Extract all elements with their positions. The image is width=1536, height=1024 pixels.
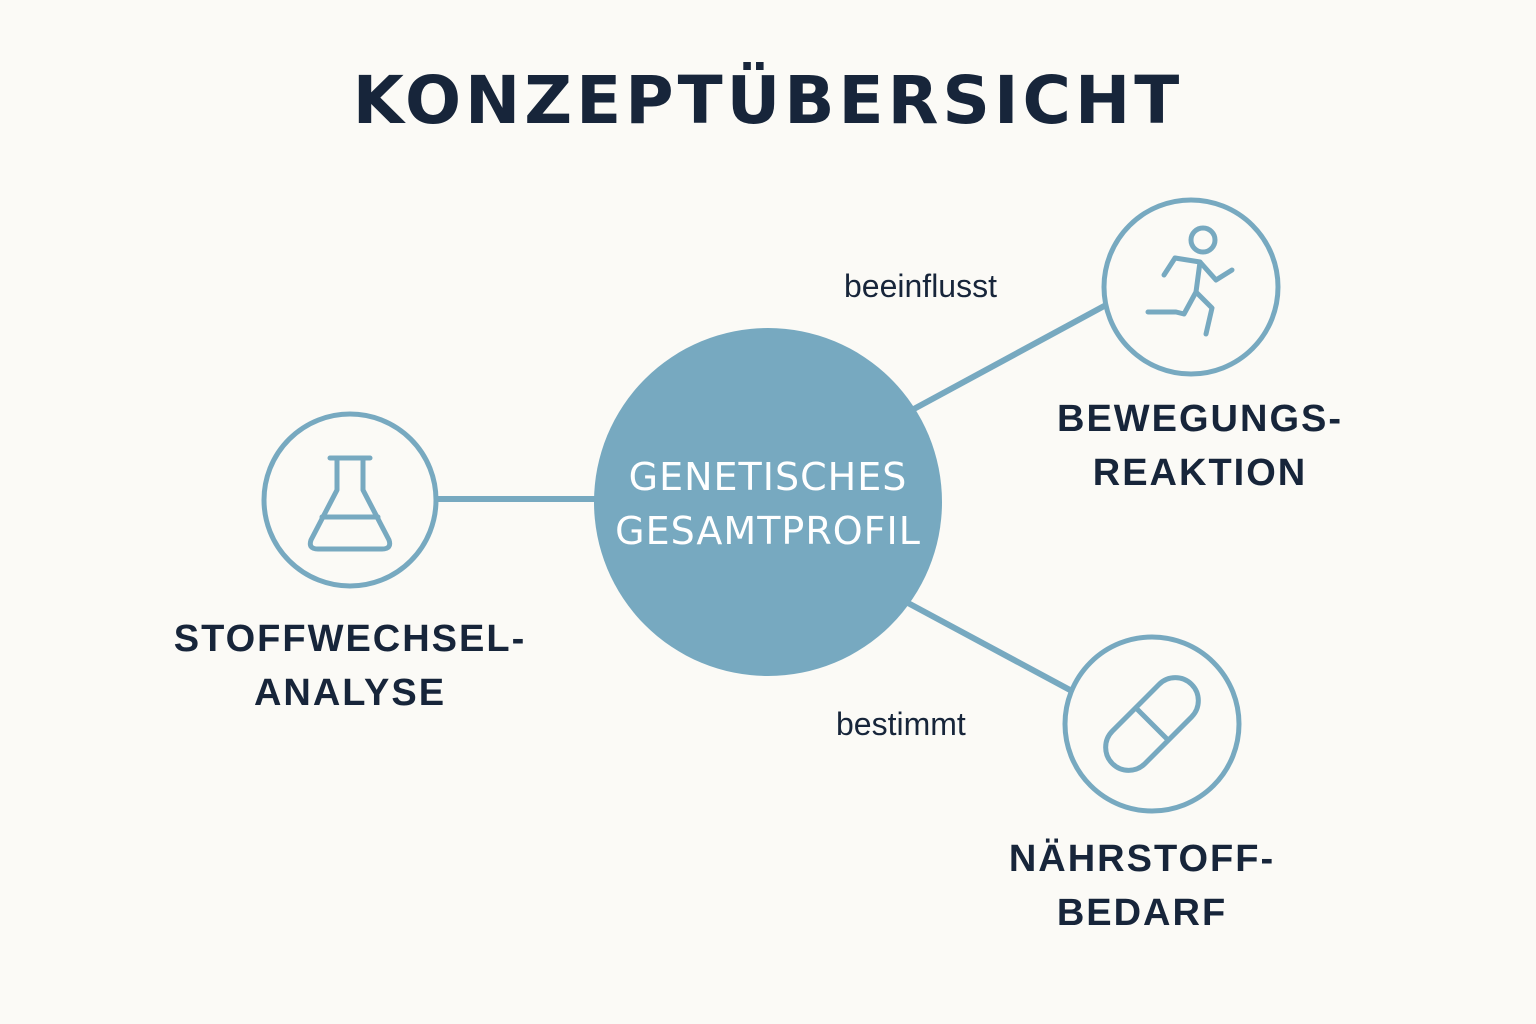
edge-label-nutrients: bestimmt bbox=[836, 706, 966, 742]
node-nutrients-label-line2: BEDARF bbox=[1056, 892, 1228, 934]
edge-label-movement: beeinflusst bbox=[844, 268, 997, 304]
node-movement bbox=[1101, 197, 1281, 377]
node-nutrients bbox=[1062, 634, 1242, 814]
node-metabolism-label-line1: STOFFWECHSEL- bbox=[173, 618, 527, 660]
node-movement-label-line1: BEWEGUNGS- bbox=[1057, 398, 1343, 440]
node-metabolism-circle bbox=[261, 411, 439, 589]
diagram-title: KONZEPTÜBERSICHT bbox=[352, 62, 1184, 139]
capsule-icon bbox=[1103, 675, 1201, 773]
node-movement-label-line2: REAKTION bbox=[1092, 452, 1308, 494]
center-node-label-line2: GESAMTPROFIL bbox=[615, 509, 921, 553]
center-node-label: GENETISCHES GESAMTPROFIL bbox=[592, 450, 944, 558]
connector-nutrients bbox=[906, 600, 1072, 693]
node-metabolism bbox=[261, 411, 439, 589]
center-node-circle bbox=[594, 328, 942, 676]
node-nutrients-label: NÄHRSTOFF- BEDARF bbox=[942, 832, 1342, 940]
node-nutrients-circle bbox=[1062, 634, 1242, 814]
node-nutrients-label-line1: NÄHRSTOFF- bbox=[1008, 838, 1276, 880]
connector-movement bbox=[910, 302, 1108, 413]
center-node-label-line1: GENETISCHES bbox=[628, 455, 908, 499]
node-movement-circle bbox=[1101, 197, 1281, 377]
running-person-icon bbox=[1145, 225, 1235, 337]
flask-icon bbox=[307, 455, 393, 552]
node-movement-label: BEWEGUNGS- REAKTION bbox=[1000, 392, 1400, 500]
node-metabolism-label: STOFFWECHSEL- ANALYSE bbox=[150, 612, 550, 720]
node-metabolism-label-line2: ANALYSE bbox=[253, 672, 447, 714]
